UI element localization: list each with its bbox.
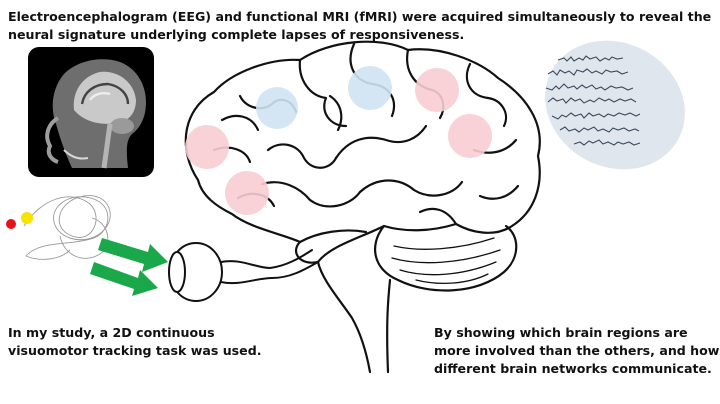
headline: Electroencephalogram (EEG) and functiona…: [8, 8, 712, 44]
activation-red-region: [415, 68, 459, 112]
arrow-right-icon: [90, 238, 168, 296]
activation-red-region: [448, 114, 492, 158]
activation-blue-region: [348, 66, 392, 110]
study-caption: In my study, a 2D continuous visuomotor …: [8, 324, 308, 360]
cursor-dot-icon: [21, 212, 33, 224]
regions-caption: By showing which brain regions are more …: [434, 324, 720, 378]
activation-red-region: [225, 171, 269, 215]
activation-red-region: [185, 125, 229, 169]
headline-line-2: neural signature underlying complete lap…: [8, 27, 465, 42]
regions-caption-line-2: more involved than the others, and how: [434, 343, 720, 358]
brain-outline-icon: [184, 40, 541, 374]
activation-blue-region: [256, 87, 298, 129]
study-caption-line-2: visuomotor tracking task was used.: [8, 343, 262, 358]
regions-caption-line-1: By showing which brain regions are: [434, 325, 688, 340]
regions-caption-line-3: different brain networks communicate.: [434, 361, 712, 376]
eye-icon: [168, 242, 319, 302]
tracking-path-icon: [23, 195, 111, 260]
study-caption-line-1: In my study, a 2D continuous: [8, 325, 215, 340]
activation-regions: [185, 66, 492, 215]
target-dot-icon: [6, 219, 16, 229]
mri-sagittal-head-icon: [28, 47, 154, 177]
headline-line-1: Electroencephalogram (EEG) and functiona…: [8, 9, 712, 24]
eeg-waveform-icon: [545, 40, 685, 170]
